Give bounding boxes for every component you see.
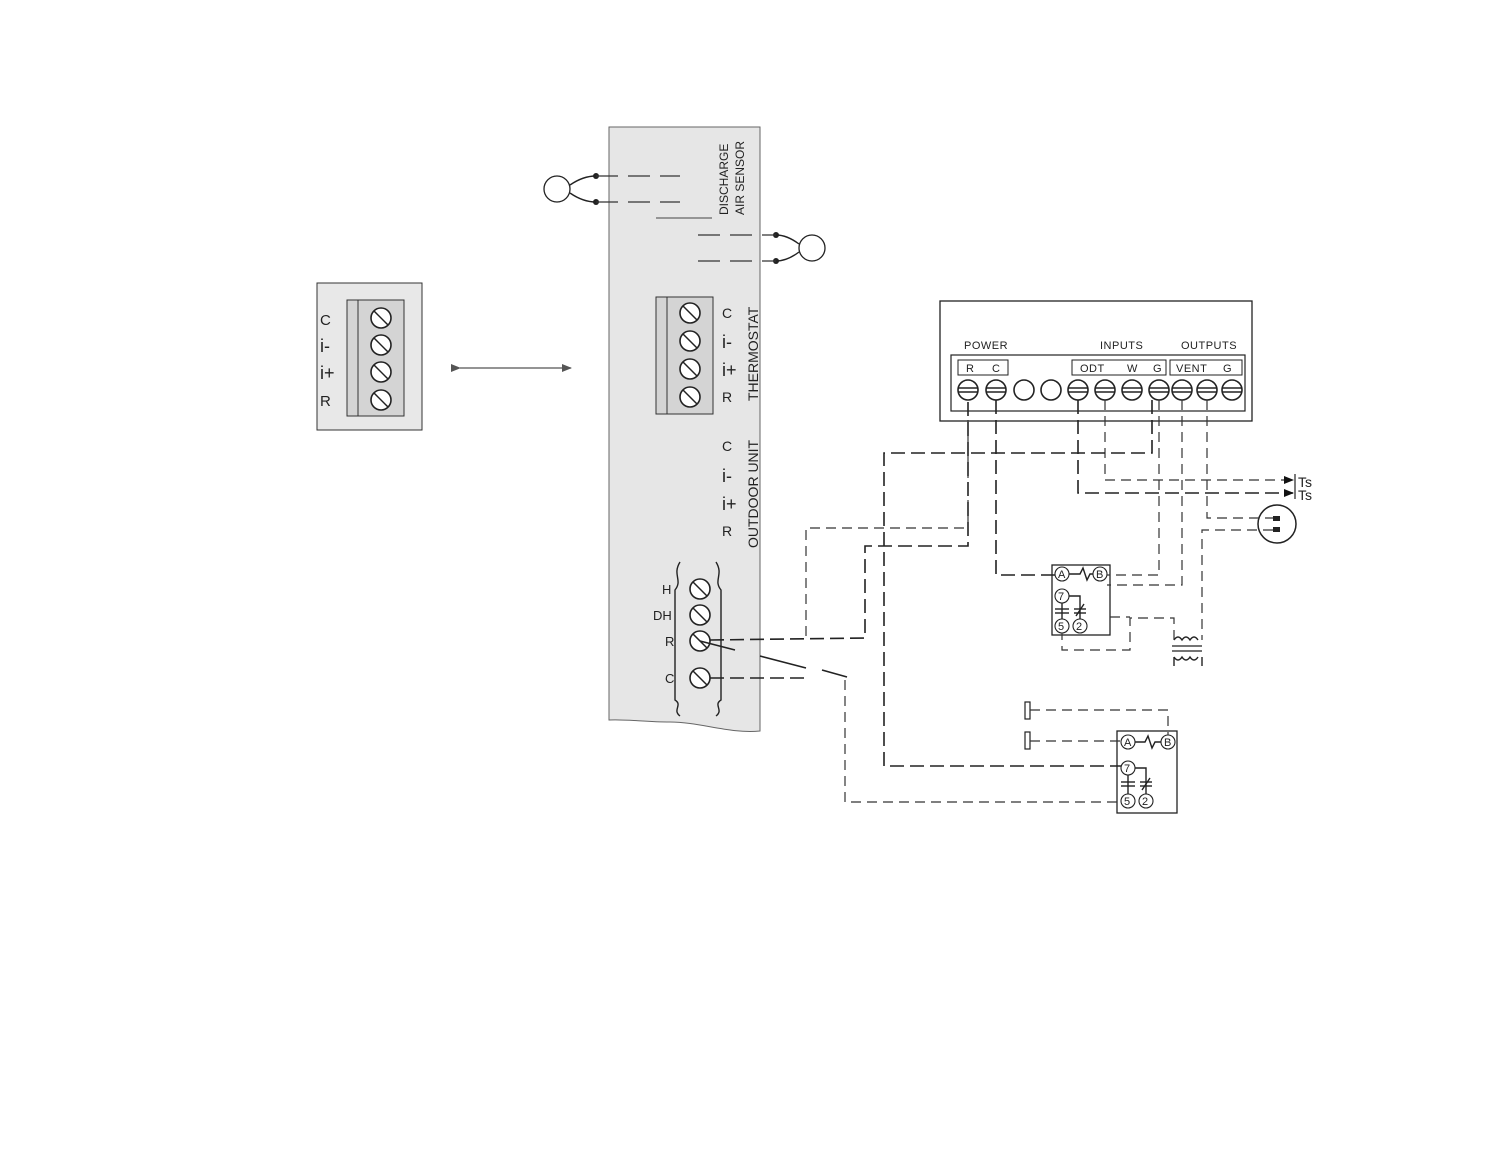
outputs-label: OUTPUTS <box>1181 340 1237 352</box>
tstat-terminal-r: R <box>722 389 732 405</box>
tstat-terminal-i-plus: i+ <box>722 360 737 380</box>
thermostat-terminal-block: C i- i+ R THERMOSTAT <box>656 297 761 414</box>
relay2-contact-2: 2 <box>1142 796 1148 808</box>
power-label: POWER <box>964 340 1008 352</box>
wallplate-label-r: R <box>320 393 331 410</box>
relay1-coil-a: A <box>1058 569 1066 581</box>
equip-terminal-r: R <box>665 634 674 649</box>
vent-damper-plug <box>1202 400 1296 640</box>
vent-control-screws <box>958 380 1242 400</box>
thermostat-wallplate: C i- i+ R <box>317 283 422 430</box>
relay1-contact-2: 2 <box>1076 621 1082 633</box>
ventilation-control: POWER INPUTS OUTPUTS R C ODT W G VENT G <box>940 301 1252 421</box>
relay2-contact-7: 7 <box>1124 763 1130 775</box>
input-g-label: G <box>1153 363 1162 375</box>
relay-1: A B 7 5 2 <box>1052 565 1110 635</box>
wallplate-label-i-plus: i+ <box>320 363 335 383</box>
wallplate-label-i-minus: i- <box>320 336 330 356</box>
power-c-label: C <box>992 363 1000 375</box>
tstat-terminal-i-minus: i- <box>722 332 732 352</box>
equip-terminal-h: H <box>662 582 671 597</box>
wallplate-label-c: C <box>320 312 331 329</box>
field-wiring <box>710 400 1182 802</box>
input-w-label: W <box>1127 363 1138 375</box>
sensor-right-icon <box>799 235 825 261</box>
air-sensor-label: AIR SENSOR <box>733 141 747 215</box>
relay1-coil-b: B <box>1096 569 1103 581</box>
relay2-contact-5: 5 <box>1124 796 1130 808</box>
ts-bottom-label: Ts <box>1298 487 1312 503</box>
discharge-label: DISCHARGE <box>717 144 731 215</box>
output-vent-label: VENT <box>1176 363 1207 375</box>
relay2-coil-b: B <box>1164 737 1171 749</box>
equip-terminal-dh: DH <box>653 608 672 623</box>
relay2-coil-a: A <box>1124 737 1132 749</box>
outdoor-terminal-r: R <box>722 523 732 539</box>
relay1-contact-5: 5 <box>1058 621 1064 633</box>
tstat-terminal-c: C <box>722 305 732 321</box>
sensor-left-icon <box>544 176 570 202</box>
relay1-contact-7: 7 <box>1058 591 1064 603</box>
outdoor-terminal-i-minus: i- <box>722 466 732 486</box>
power-r-label: R <box>966 363 974 375</box>
thermostat-label: THERMOSTAT <box>745 306 761 401</box>
input-odt-label: ODT <box>1080 363 1105 375</box>
relay-2: A B 7 5 2 <box>1117 731 1177 813</box>
equip-terminal-c: C <box>665 671 674 686</box>
control-panel: DISCHARGE AIR SENSOR C i- i+ R THERMOSTA… <box>544 127 825 731</box>
inputs-label: INPUTS <box>1100 340 1143 352</box>
outdoor-terminal-c: C <box>722 438 732 454</box>
plug-icon <box>1258 505 1296 543</box>
outdoor-terminal-i-plus: i+ <box>722 494 737 514</box>
output-g-label: G <box>1223 363 1232 375</box>
outdoor-unit-label: OUTDOOR UNIT <box>745 439 761 548</box>
